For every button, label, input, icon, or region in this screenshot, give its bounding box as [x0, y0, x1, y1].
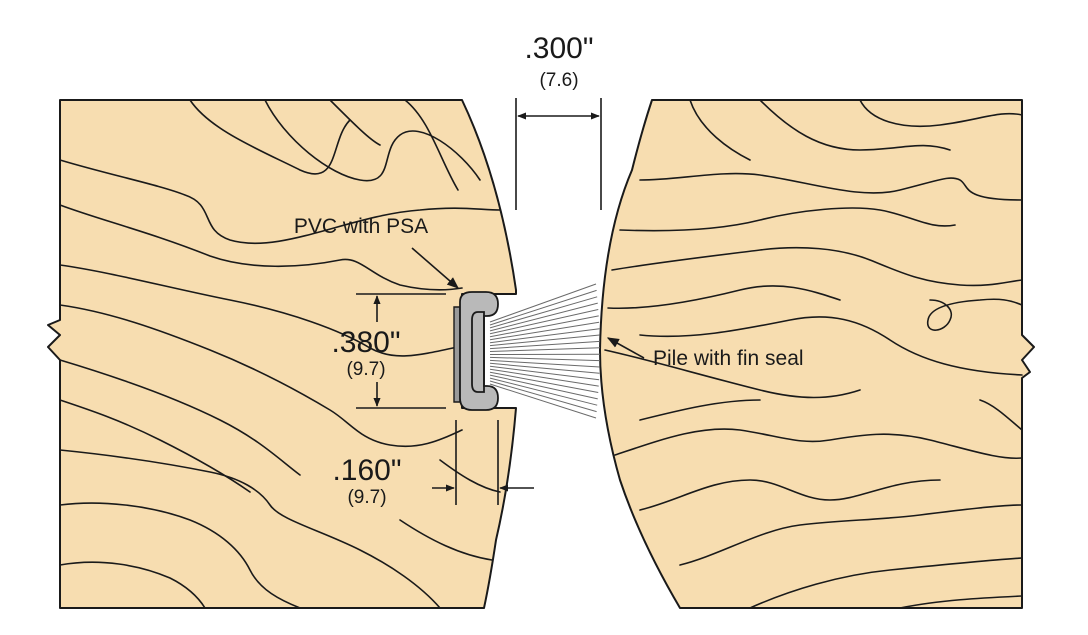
pile-fiber [489, 359, 600, 368]
pile-fiber [489, 383, 597, 419]
pile-fiber [489, 377, 598, 406]
pile-fiber [489, 309, 599, 335]
offset-imperial-label: .160" [332, 454, 401, 487]
pvc-carrier [453, 291, 499, 411]
seal-callout-label: Pile with fin seal [653, 347, 804, 370]
carrier-callout: PVC with PSA [294, 215, 459, 289]
pile-fiber [489, 347, 601, 352]
pile-fiber [489, 289, 597, 326]
right-wood-grain [604, 99, 1023, 609]
left-wood-panel [47, 99, 517, 609]
height-dimension: .380" (9.7) [331, 293, 446, 409]
pile-fibers [489, 283, 601, 419]
height-imperial-label: .380" [331, 326, 400, 359]
pile-fiber [489, 328, 600, 344]
gap-metric-label: (7.6) [539, 70, 578, 91]
pile-fiber [489, 371, 599, 393]
gap-imperial-label: .300" [524, 32, 593, 65]
offset-metric-label: (9.7) [347, 487, 386, 508]
pile-fiber [489, 315, 599, 338]
pile-fiber [489, 380, 597, 413]
left-panel-shape [47, 99, 517, 609]
pile-fiber [489, 296, 598, 329]
left-wood-grain [59, 99, 501, 609]
pile-fiber [489, 365, 600, 381]
right-wood-panel [599, 99, 1035, 609]
pile-fiber [489, 340, 600, 350]
height-metric-label: (9.7) [346, 359, 385, 380]
pile-fiber [489, 283, 597, 323]
pile-fiber [489, 368, 599, 387]
pile-fiber [489, 302, 598, 332]
carrier-leader-arrow [411, 247, 459, 289]
pile-fiber [489, 334, 600, 347]
seal-callout: Pile with fin seal [606, 337, 804, 370]
seal-leader-arrow [606, 337, 645, 359]
offset-dimension: .160" (9.7) [332, 420, 534, 508]
pile-fiber [489, 321, 600, 341]
pile-fiber [489, 362, 600, 374]
pile-fiber [489, 356, 600, 362]
carrier-slot [471, 311, 485, 393]
pile-fiber [489, 374, 598, 400]
gap-dimension: .300" (7.6) [515, 32, 602, 210]
carrier-callout-label: PVC with PSA [294, 215, 428, 238]
